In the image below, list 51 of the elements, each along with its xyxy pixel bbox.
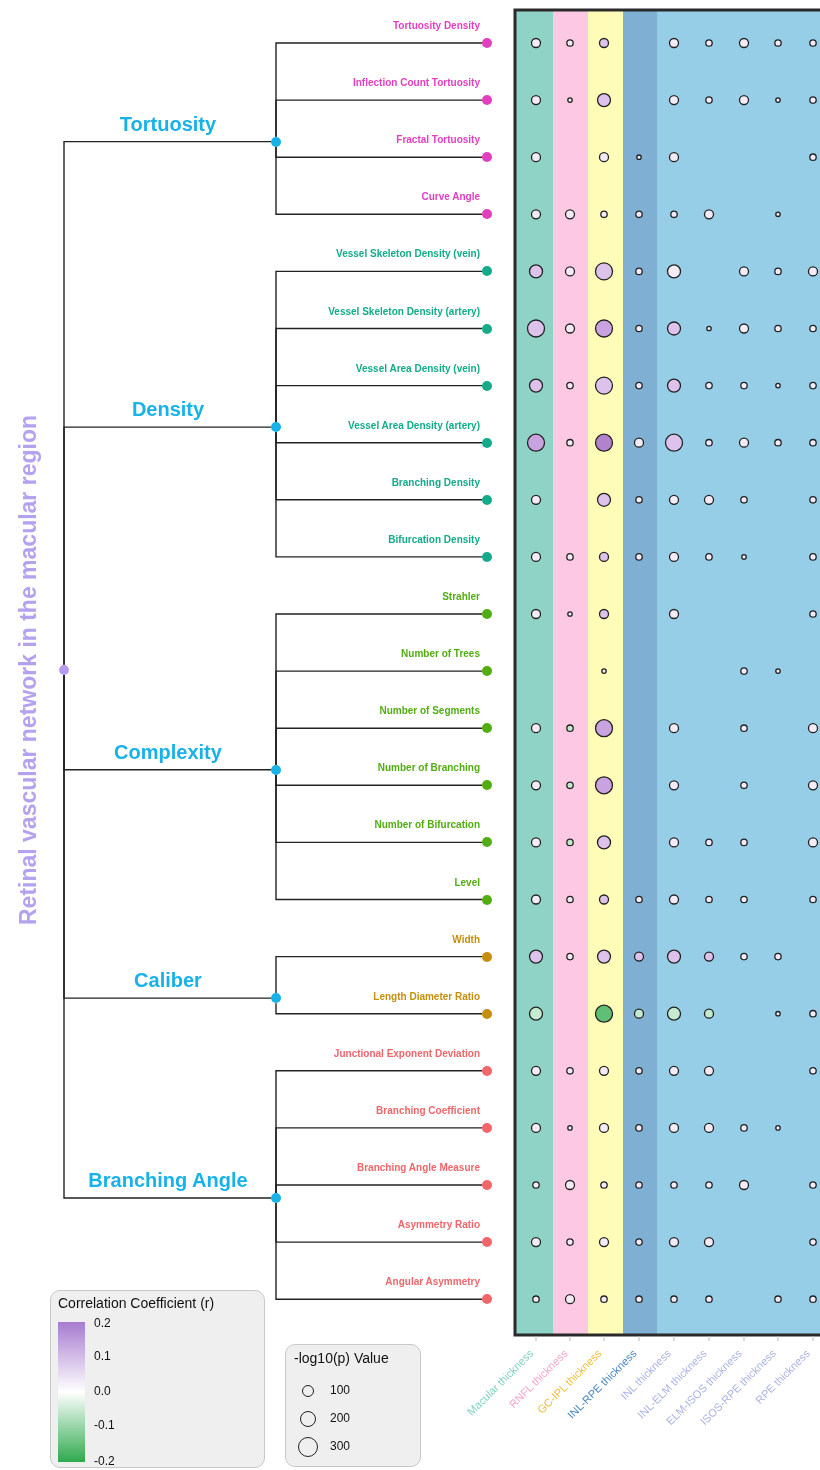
scale-tick-label: 0.1 bbox=[94, 1349, 111, 1363]
tree-branch-line bbox=[63, 426, 272, 666]
scale-tick-label: 0.2 bbox=[94, 1316, 111, 1330]
tree-branch-line bbox=[63, 674, 272, 1199]
metric-label: Curve Angle bbox=[421, 190, 480, 204]
legend-title: Correlation Coefficient (r) bbox=[58, 1295, 215, 1311]
category-label: Tortuosity bbox=[118, 111, 218, 136]
metric-label: Asymmetry Ratio bbox=[397, 1218, 480, 1232]
metric-label: Length Diameter Ratio bbox=[373, 989, 480, 1003]
legend-title: -log10(p) Value bbox=[294, 1350, 389, 1366]
tree-branch-line bbox=[275, 774, 483, 901]
tree-branch-line bbox=[275, 1202, 483, 1300]
metric-label: Vessel Skeleton Density (vein) bbox=[336, 247, 480, 261]
tree-branch-line bbox=[275, 955, 483, 994]
tree-branch-line bbox=[275, 431, 483, 558]
metric-label: Width bbox=[452, 932, 480, 946]
metric-label: Angular Asymmetry bbox=[385, 1275, 480, 1289]
metric-label: Junctional Exponent Deviation bbox=[333, 1046, 480, 1060]
metric-label: Number of Bifurcation bbox=[374, 818, 480, 832]
legend-label: 200 bbox=[330, 1411, 351, 1425]
category-label: Branching Angle bbox=[87, 1168, 249, 1192]
root-label: Retinal vascular network in the macular region bbox=[14, 413, 42, 927]
category-label: Caliber bbox=[133, 968, 203, 993]
metric-label: Inflection Count Tortuosity bbox=[352, 76, 480, 90]
metric-label: Vessel Skeleton Density (artery) bbox=[328, 304, 480, 318]
tree-branch-line bbox=[275, 145, 483, 215]
tree-branch-line bbox=[275, 99, 483, 138]
tree-branch-line bbox=[275, 1184, 483, 1194]
tree-branch-line bbox=[275, 727, 483, 766]
metric-label: Branching Coefficient bbox=[376, 1103, 480, 1117]
metric-label: Number of Branching bbox=[377, 761, 480, 775]
metric-label: Branching Density bbox=[391, 475, 480, 489]
metric-label: Fractal Tortuosity bbox=[396, 133, 480, 147]
metric-label: Number of Segments bbox=[379, 704, 480, 718]
legend-label: 100 bbox=[330, 1383, 351, 1397]
metric-label: Vessel Area Density (vein) bbox=[355, 361, 480, 375]
metric-label: Number of Trees bbox=[401, 647, 480, 661]
scale-tick-label: -0.1 bbox=[94, 1418, 115, 1432]
metric-label: Level bbox=[454, 875, 480, 889]
category-label: Complexity bbox=[113, 739, 223, 764]
tree-branch-line bbox=[275, 1002, 483, 1015]
tree-branch-line bbox=[275, 384, 483, 423]
scale-tick-label: -0.2 bbox=[94, 1454, 115, 1468]
scale-tick-label: 0.0 bbox=[94, 1384, 111, 1398]
metric-label: Tortuosity Density bbox=[392, 19, 480, 32]
metric-label: Vessel Area Density (artery) bbox=[348, 418, 480, 432]
category-label: Density bbox=[130, 397, 206, 422]
metric-label: Bifurcation Density bbox=[388, 532, 480, 546]
metric-label: Strahler bbox=[442, 590, 480, 603]
legend-label: 300 bbox=[330, 1439, 351, 1453]
metric-label: Branching Angle Measure bbox=[357, 1161, 480, 1174]
